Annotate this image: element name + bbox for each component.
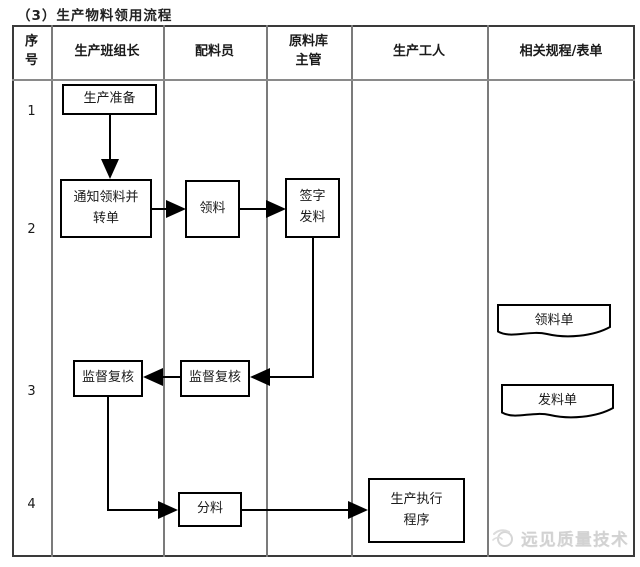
column-divider <box>51 25 53 557</box>
column-divider <box>487 25 489 557</box>
watermark-text: 远见质量技术 <box>521 530 629 549</box>
row-number-2: 2 <box>27 222 36 237</box>
column-header-procedures-forms: 相关规程/表单 <box>519 43 603 59</box>
watermark-logo-icon <box>492 529 513 547</box>
column-divider <box>163 25 165 557</box>
column-header-batcher: 配料员 <box>194 43 234 59</box>
flow-node-supervise-review-mixer: 监督复核 <box>180 360 250 397</box>
flow-node-sign-issue: 签字 发料 <box>285 178 340 238</box>
watermark: 远见质量技术 <box>492 526 629 550</box>
column-divider <box>266 25 268 557</box>
row-number-3: 3 <box>27 384 36 399</box>
column-header-warehouse-supervisor: 原料库 主管 <box>288 34 328 68</box>
flow-node-production-prep: 生产准备 <box>62 84 157 115</box>
column-header-team-leader: 生产班组长 <box>74 43 140 59</box>
flow-node-distribute: 分料 <box>178 492 242 527</box>
flow-node-production-execution: 生产执行 程序 <box>368 478 465 543</box>
column-divider <box>351 25 353 557</box>
document-label-issue-form: 发料单 <box>537 392 577 408</box>
flow-node-pick-material: 领料 <box>185 180 240 238</box>
page-title: （3）生产物料领用流程 <box>17 8 173 24</box>
flow-node-supervise-review-leader: 监督复核 <box>73 360 143 397</box>
flow-node-notify-transfer: 通知领料并 转单 <box>60 179 152 238</box>
column-header-workers: 生产工人 <box>392 43 445 59</box>
column-header-seq: 序 号 <box>24 34 38 68</box>
header-divider <box>12 79 635 81</box>
row-number-1: 1 <box>27 104 36 119</box>
row-number-4: 4 <box>27 497 36 512</box>
document-label-picking-form: 领料单 <box>534 312 574 328</box>
